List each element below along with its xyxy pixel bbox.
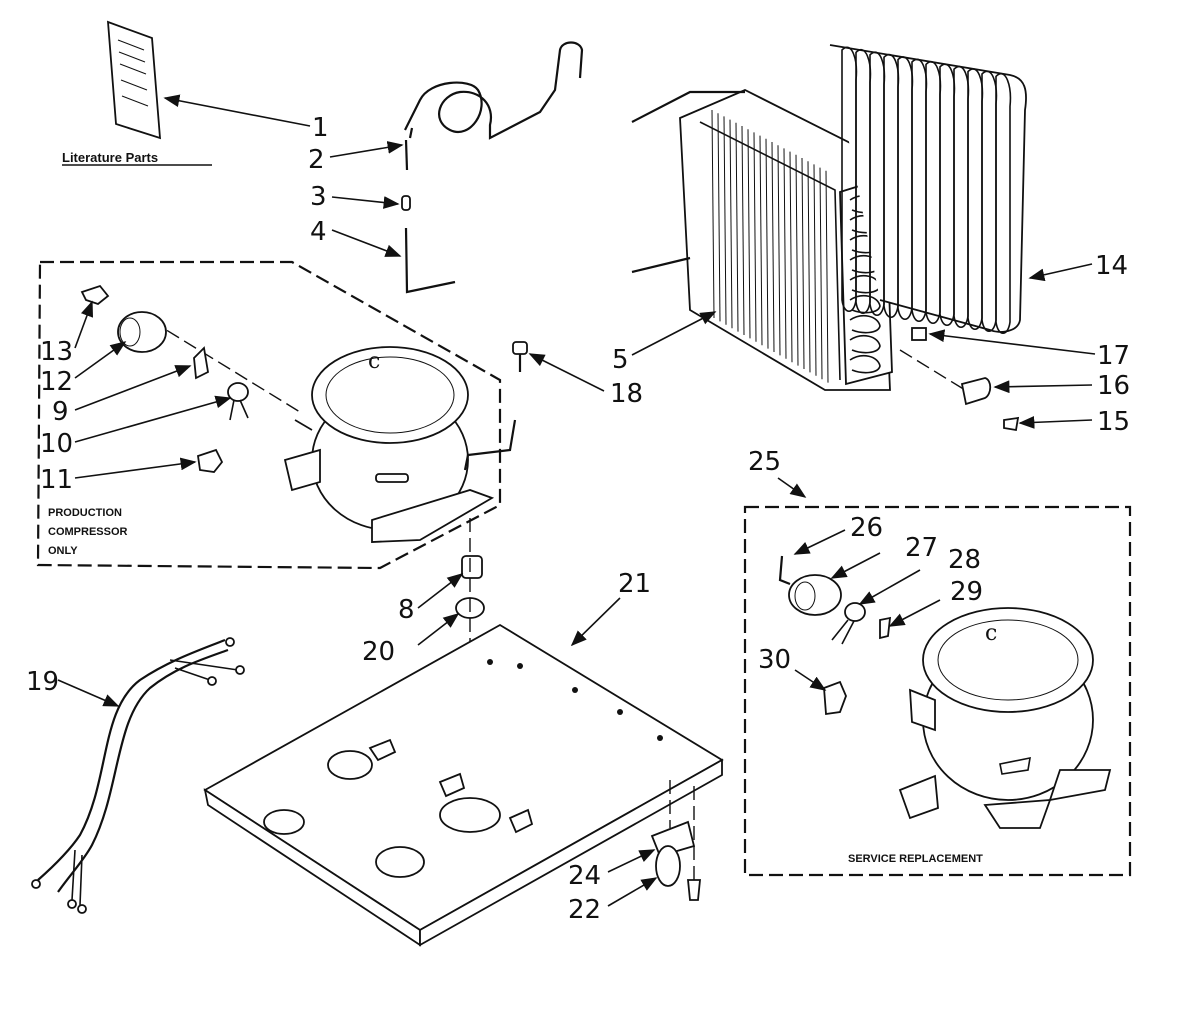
label-8: 8 [398,595,415,625]
relay-27 [788,574,842,616]
wire-harness [31,637,245,914]
production-note-line1: PRODUCTION [48,507,122,519]
condenser-fin [711,109,715,319]
condenser-fin [777,145,781,356]
evaporator-loop [995,73,1012,335]
condenser-fin [717,113,721,322]
overload-28 [831,602,866,645]
condenser-coil-bend [849,334,881,354]
condenser-fin [795,154,799,366]
condenser-fin [789,151,793,363]
condenser-fin [741,125,745,336]
label-20: 20 [362,637,395,667]
service-replacement-label: SERVICE REPLACEMENT [848,853,983,865]
condenser-fin [723,116,727,325]
label-10: 10 [40,429,73,459]
label-30: 30 [758,645,791,675]
literature-booklet: Literature Parts [62,20,212,166]
label-19: 19 [26,667,59,697]
clip-29 [879,616,892,640]
condenser-fin [747,129,751,339]
condenser-fin [819,167,823,380]
condenser-fin [753,132,757,342]
production-note-line2: COMPRESSOR [48,526,128,538]
caster-24 [650,820,696,887]
label-12: 12 [40,367,73,397]
label-24: 24 [568,861,601,891]
condenser-coil-bend [849,314,881,334]
condenser-coil-bend [849,354,881,374]
label-2: 2 [308,145,325,175]
label-3: 3 [310,182,327,212]
label-4: 4 [310,217,327,247]
svg-text:c: c [985,621,997,646]
service-replacement-box [743,505,1132,877]
condenser-fin [813,164,817,376]
label-26: 26 [850,513,883,543]
capillary-tube-assembly [401,41,584,294]
label-27: 27 [905,533,938,563]
screw-15 [1003,416,1020,432]
label-18: 18 [610,379,643,409]
label-15: 15 [1097,407,1130,437]
condenser-fin [801,157,805,370]
label-22: 22 [568,895,601,925]
condenser-fin [771,141,775,353]
literature-parts-label: Literature Parts [62,150,158,165]
condenser-fin [807,161,811,373]
condenser-fin [825,170,829,383]
part-labels: 1 2 3 4 5 14 17 16 15 18 13 12 9 10 11 8… [26,113,1130,925]
label-11: 11 [40,465,73,495]
sleeve-8 [461,555,483,579]
condenser-fin [759,135,763,346]
label-29: 29 [950,577,983,607]
base-plate [203,623,724,947]
label-13: 13 [40,337,73,367]
relay-26 [778,555,791,586]
terminal-30 [823,680,847,716]
leader-lines [57,94,1096,907]
label-5: 5 [612,345,629,375]
screw-22 [687,879,701,901]
service-compressor: c [898,607,1112,829]
cover-13 [80,284,110,306]
svg-text:c: c [368,349,380,374]
bracket-16 [960,377,992,406]
label-16: 16 [1097,371,1130,401]
condenser-fin [783,148,787,359]
clip-9 [193,346,209,380]
evaporator-coil [829,44,1027,335]
condenser-fin [765,138,769,349]
relay-12 [117,311,167,353]
condenser-fin [729,119,733,329]
condenser-fin [735,122,739,332]
overload-10 [227,382,249,402]
label-1: 1 [312,113,329,143]
bolt-18 [512,341,528,372]
terminal-11 [197,448,224,473]
clip-17 [911,327,927,341]
label-9: 9 [52,397,69,427]
production-compressor: c [283,346,517,543]
label-28: 28 [948,545,981,575]
label-21: 21 [618,569,651,599]
label-17: 17 [1097,341,1130,371]
production-compressor-box [36,260,502,570]
label-14: 14 [1095,251,1128,281]
label-25: 25 [748,447,781,477]
production-note-line3: ONLY [48,545,78,557]
